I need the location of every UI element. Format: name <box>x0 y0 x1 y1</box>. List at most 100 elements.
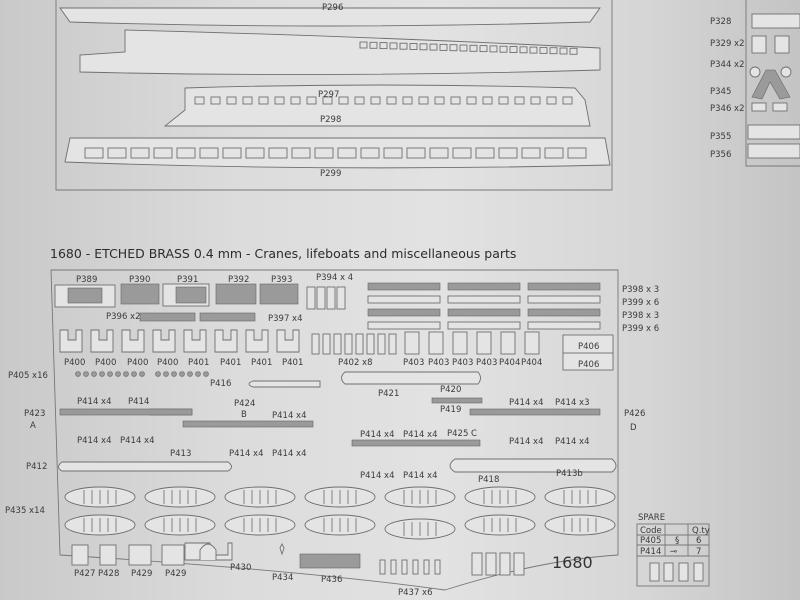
part-label: P296 <box>322 3 343 13</box>
hull-window <box>222 147 242 159</box>
hull-window <box>530 96 541 105</box>
part-p329 <box>774 35 790 54</box>
part-p355 <box>747 124 800 140</box>
part-label: P414 x4 <box>360 430 395 440</box>
hull-window <box>482 96 493 105</box>
part-label: P400 <box>157 358 178 368</box>
part-p399 <box>447 295 521 304</box>
part-label: P344 x2 <box>710 60 745 70</box>
hull-window <box>199 147 219 159</box>
part-p405 <box>107 371 113 377</box>
part-p389-grille <box>67 287 103 304</box>
hull-window <box>314 147 334 159</box>
hull-window <box>409 43 418 50</box>
hull-window <box>559 47 568 55</box>
hull-window <box>291 147 311 159</box>
hull-window <box>153 147 173 159</box>
part-p403-p404 <box>524 331 540 355</box>
part-p398 <box>527 282 601 291</box>
hull-window <box>176 147 196 159</box>
part-p400-p401 <box>276 329 300 353</box>
hull-window <box>338 96 349 105</box>
hull-window <box>226 96 237 105</box>
fret-title: 1680 - ETCHED BRASS 0.4 mm - Cranes, lif… <box>50 246 516 261</box>
part-p405 <box>195 371 201 377</box>
part-label: P414 x4 <box>403 430 438 440</box>
hull-window <box>419 43 428 51</box>
spare-plate <box>649 562 660 582</box>
hull-window <box>499 45 508 53</box>
hull-window <box>429 43 438 51</box>
part-label: P401 <box>251 358 272 368</box>
hull-window <box>406 147 426 159</box>
part-p399 <box>527 321 601 330</box>
hull-window <box>498 147 518 159</box>
part-label: P414 x4 <box>77 397 112 407</box>
part-label: P414 <box>128 397 149 407</box>
hull-window <box>399 42 408 50</box>
part-p390 <box>120 283 160 305</box>
hull-window <box>402 96 413 105</box>
part-label: P399 x 6 <box>622 298 659 308</box>
s-hook-icon: § <box>675 536 679 546</box>
part-label: P297 <box>318 90 339 100</box>
part-p394 <box>326 286 336 310</box>
part-label: P398 x 3 <box>622 311 659 321</box>
part-p392 <box>215 283 257 305</box>
part-p398 <box>527 308 601 317</box>
part-label: P416 <box>210 379 231 389</box>
part-p405 <box>203 371 209 377</box>
part-label: P403 <box>452 358 473 368</box>
hull-window <box>459 44 468 52</box>
part-p346 <box>751 102 767 112</box>
spare-table: SPARE Code Q.ty P405 § 6 P414 ⊸ 7 <box>636 513 710 587</box>
part-p400-p401 <box>152 329 176 353</box>
right-sheet: P328 P329 x2 P344 x2 P345 P346 x2 P355 P… <box>710 0 800 167</box>
part-p396 <box>199 312 256 322</box>
hull-window <box>449 44 458 52</box>
part-p405 <box>179 371 185 377</box>
part-p394 <box>336 286 346 310</box>
part-p402 <box>344 333 353 355</box>
part-label: P329 x2 <box>710 39 745 49</box>
part-p405 <box>163 371 169 377</box>
part-p399 <box>367 321 441 330</box>
fret-parts <box>54 282 617 576</box>
part-label: P401 <box>220 358 241 368</box>
part-label: P414 x3 <box>555 398 590 408</box>
hull-window <box>418 96 429 105</box>
part-p437 <box>379 559 386 575</box>
part-p402 <box>355 333 364 355</box>
hull-window <box>194 96 205 105</box>
hull-window <box>245 147 265 159</box>
hull-window <box>450 96 461 105</box>
part-p428 <box>99 544 117 566</box>
part-label: P400 <box>127 358 148 368</box>
part-p405 <box>123 371 129 377</box>
part-p396 <box>139 312 196 322</box>
part-plate <box>513 552 525 576</box>
part-label: P401 <box>188 358 209 368</box>
part-label: P414 x4 <box>120 436 155 446</box>
part-label: P397 x4 <box>268 314 303 324</box>
part-p405 <box>115 371 121 377</box>
part-label: P404 <box>521 358 542 368</box>
part-label: P299 <box>320 169 341 179</box>
part-label: P437 x6 <box>398 588 433 598</box>
hull-window <box>521 147 541 159</box>
part-label: P414 x4 <box>272 449 307 459</box>
hull-window <box>107 147 127 159</box>
part-p394 <box>316 286 326 310</box>
part-label: P400 <box>95 358 116 368</box>
part-p344 <box>780 66 792 78</box>
part-p328 <box>751 13 800 29</box>
part-p418 <box>449 458 617 473</box>
part-p393 <box>259 283 299 305</box>
part-label: P403 <box>476 358 497 368</box>
part-label: P414 x4 <box>403 471 438 481</box>
part-label: P419 <box>440 405 461 415</box>
part-p405 <box>171 371 177 377</box>
spare-plate <box>693 562 704 582</box>
hull-window <box>466 96 477 105</box>
